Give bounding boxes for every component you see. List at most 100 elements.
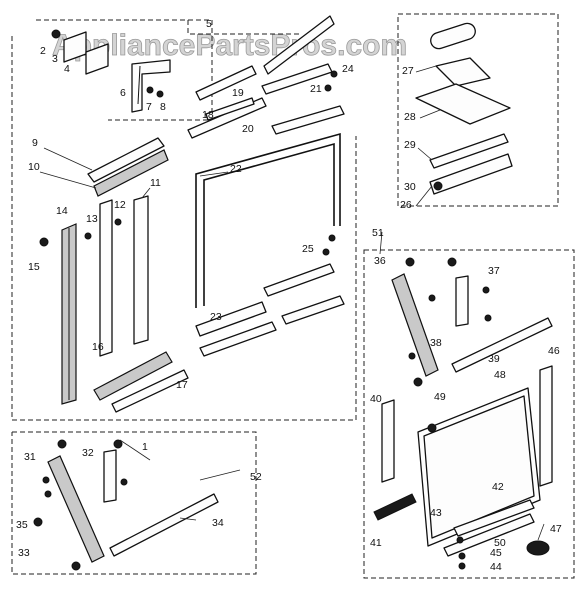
rail-20b (271, 105, 345, 135)
screw-12 (114, 218, 122, 226)
accessory-box-26 (397, 13, 559, 207)
rail-22b (281, 295, 345, 325)
top-rails (187, 15, 345, 139)
callout-36: 36 (374, 255, 386, 267)
screw-2-right-b (447, 257, 457, 267)
screw-43 (456, 536, 464, 544)
frame-22 (195, 132, 341, 308)
panel-48-inner (423, 395, 535, 539)
main-kit-box-1 (11, 36, 357, 421)
callout-51: 51 (372, 227, 384, 239)
bracket-edge (137, 65, 141, 105)
callout-29: 29 (404, 139, 416, 151)
channel-9 (87, 137, 165, 183)
callout-49: 49 (434, 391, 446, 403)
rail-22-bottom (199, 321, 277, 357)
channel-16-left (99, 199, 113, 357)
callout-4: 4 (64, 63, 70, 75)
callout-14: 14 (56, 205, 68, 217)
strip-19 (205, 97, 255, 121)
callout-16: 16 (92, 341, 104, 353)
callout-labels: 1 2 3 4 5 6 7 8 9 10 11 12 13 14 15 16 1… (16, 18, 562, 573)
rail-39 (451, 317, 553, 373)
accessory-kit (415, 22, 513, 195)
callout-42: 42 (492, 481, 504, 493)
arm-38 (391, 273, 439, 377)
watermark: AppliancePartsPros.com (52, 29, 407, 62)
callout-13: 13 (86, 213, 98, 225)
callout-3: 3 (52, 53, 58, 65)
rail-top (263, 15, 335, 75)
callout-45: 45 (490, 547, 502, 559)
panel-28 (415, 83, 511, 125)
rail-42 (453, 499, 535, 537)
channel-11 (133, 195, 149, 345)
arm-33 (47, 455, 105, 563)
screw-3-right (482, 286, 490, 294)
screw-13 (84, 232, 92, 240)
callout-34: 34 (212, 517, 224, 529)
sub-kit-box-52 (11, 431, 257, 575)
callout-27: 27 (402, 65, 414, 77)
callout-20: 20 (242, 123, 254, 135)
foot-47 (526, 540, 550, 556)
callout-26: 26 (400, 199, 412, 211)
callout-33: 33 (18, 547, 30, 559)
screw-21 (324, 84, 332, 92)
box-5-leader (187, 20, 302, 35)
callout-30: 30 (404, 181, 416, 193)
callout-18: 18 (202, 109, 214, 121)
callout-11: 11 (150, 177, 161, 189)
bracket-37 (455, 275, 469, 327)
screw-7 (146, 86, 154, 94)
callout-9: 9 (32, 137, 38, 149)
screw-2-bl (57, 439, 67, 449)
latch-27 (430, 22, 476, 50)
cap-30 (433, 181, 443, 191)
callout-47: 47 (550, 523, 562, 535)
callout-7: 7 (146, 101, 152, 113)
screw-15 (39, 237, 49, 247)
screw-24-top (330, 70, 338, 78)
callout-35: 35 (16, 519, 28, 531)
rail-18 (195, 65, 257, 101)
bottom-rails (195, 263, 345, 357)
screw-24-bottom (328, 234, 336, 242)
callout-31: 31 (24, 451, 36, 463)
hardware-kit (51, 29, 171, 113)
callout-43: 43 (430, 507, 442, 519)
callout-19: 19 (232, 87, 244, 99)
callout-52: 52 (250, 471, 262, 483)
knob-49 (427, 423, 437, 433)
rail-34 (109, 493, 219, 557)
callout-24: 24 (342, 63, 354, 75)
callout-50: 50 (494, 537, 506, 549)
hardware-box-5 (36, 19, 213, 121)
screw-44 (458, 562, 466, 570)
plate-4 (85, 43, 109, 75)
screw-35-a (408, 352, 416, 360)
screw-8-right-b (484, 314, 492, 322)
callout-46: 46 (548, 345, 560, 357)
group-boxes (11, 13, 575, 579)
callout-8: 8 (160, 101, 166, 113)
leader-lines (39, 65, 545, 541)
bracket-32 (103, 449, 117, 503)
callout-32: 32 (82, 447, 94, 459)
panel-kit-box-51 (363, 249, 575, 579)
angle-bracket-6 (131, 59, 171, 113)
channel-10-bottom (93, 351, 173, 401)
callout-28: 28 (404, 111, 416, 123)
screw-45 (458, 552, 466, 560)
rail-23b (263, 263, 335, 297)
callout-39: 39 (488, 353, 500, 365)
callout-15: 15 (28, 261, 40, 273)
callout-5: 5 (206, 18, 212, 30)
channel-10-top (93, 149, 169, 197)
frame-outer (195, 132, 341, 308)
screw-7-bl (42, 476, 50, 484)
callout-38: 38 (430, 337, 442, 349)
channel-17 (111, 369, 189, 413)
screw-25 (322, 248, 330, 256)
